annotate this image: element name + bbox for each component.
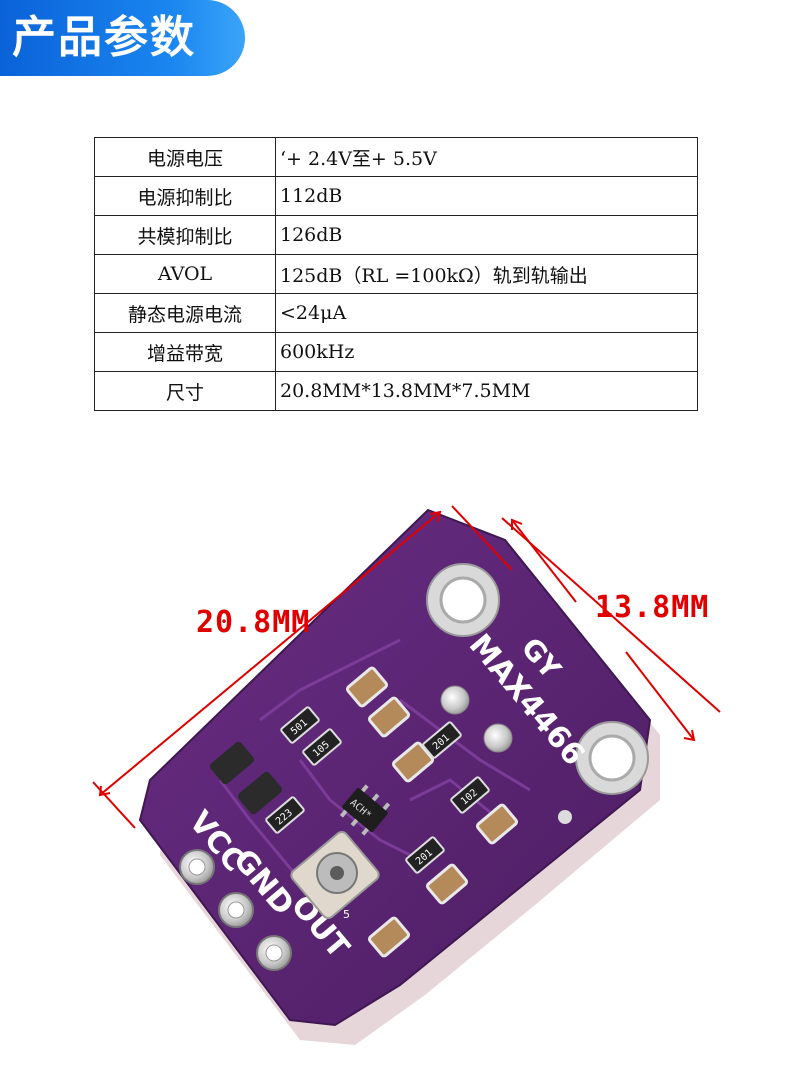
spec-value: ‘+ 2.4V至+ 5.5V (275, 137, 698, 177)
table-row: 电源电压‘+ 2.4V至+ 5.5V (94, 137, 698, 177)
capacitor (425, 863, 469, 905)
spec-key: 共模抑制比 (94, 215, 276, 255)
spec-value: <24μA (275, 293, 698, 333)
spec-key: 电源抑制比 (94, 176, 276, 216)
spec-key: 静态电源电流 (94, 293, 276, 333)
ic-chip: ACH* (339, 784, 391, 836)
spec-value: 112dB (275, 176, 698, 216)
capacitor (391, 741, 435, 783)
capacitor (345, 666, 389, 708)
pin-pad (256, 935, 292, 971)
pin-pad (179, 849, 215, 885)
spec-value: 125dB（RL =100kΩ）轨到轨输出 (275, 254, 698, 294)
test-pad (440, 685, 470, 715)
smd-component (237, 771, 283, 815)
test-pad (483, 723, 513, 753)
spec-value: 20.8MM*13.8MM*7.5MM (275, 371, 698, 411)
pin-pad (218, 892, 254, 928)
board-illustration: VCC GND OUT GY MAX4466 501 105 223 201 1… (92, 505, 721, 1045)
capacitor (367, 696, 411, 738)
spec-key: AVOL (94, 254, 276, 294)
dimension-lines (92, 505, 721, 829)
dimension-width: 13.8MM (595, 590, 710, 625)
smd-component (209, 741, 255, 785)
via (558, 810, 572, 824)
mounting-hole (575, 721, 649, 795)
pcb-traces (218, 638, 531, 881)
spec-key: 电源电压 (94, 137, 276, 177)
spec-value: 126dB (275, 215, 698, 255)
header-banner: 产品参数 (0, 0, 245, 76)
spec-key: 尺寸 (94, 371, 276, 411)
capacitor (475, 803, 519, 845)
header-title: 产品参数 (12, 12, 196, 63)
mounting-hole (426, 563, 500, 637)
potentiometer: 5 (290, 830, 380, 921)
spec-key: 增益带宽 (94, 332, 276, 372)
capacitor (367, 916, 411, 958)
table-row: 静态电源电流<24μA (94, 293, 698, 333)
pot-marking: 5 (343, 908, 350, 921)
spec-value: 600kHz (275, 332, 698, 372)
dimension-length: 20.8MM (196, 605, 311, 640)
